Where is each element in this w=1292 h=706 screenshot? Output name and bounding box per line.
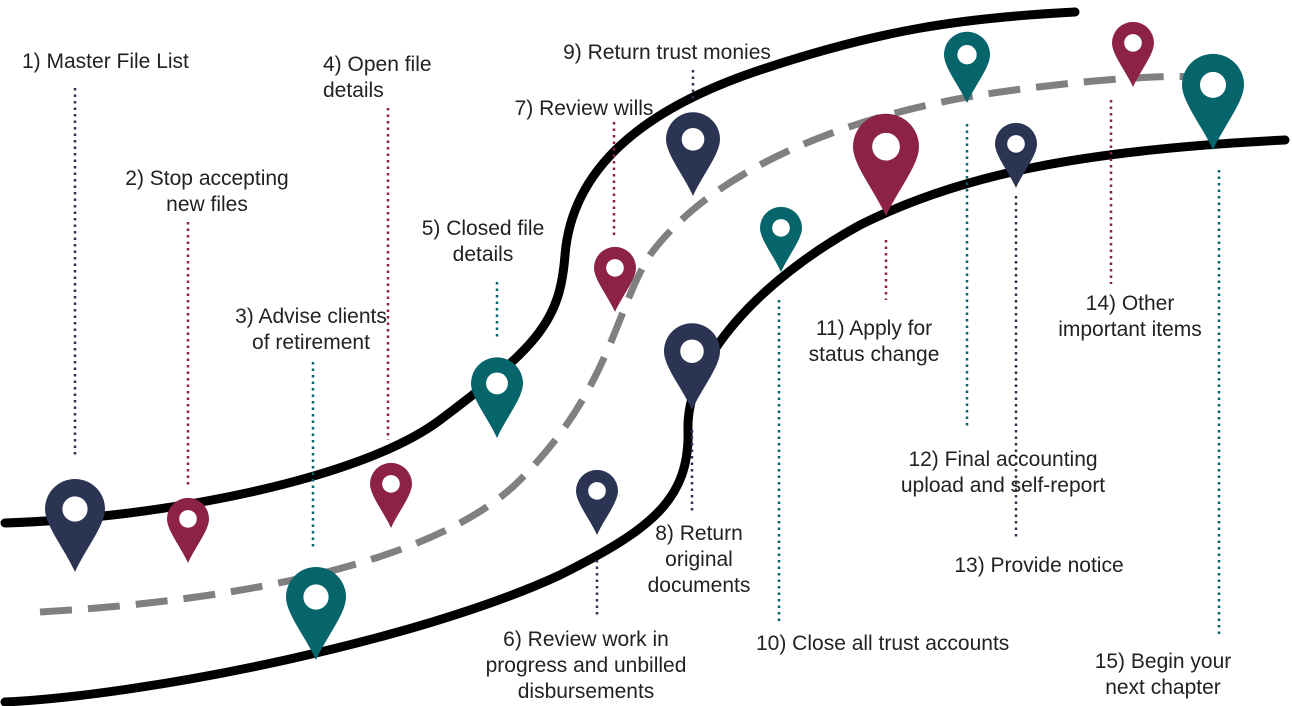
step-3-label: 3) Advise clients of retirement (235, 305, 387, 354)
step-7-label: 7) Review wills (514, 97, 654, 120)
step-12-map-pin-icon (944, 31, 990, 104)
step-4-label: 4) Open file details (323, 53, 432, 102)
step-10-map-pin-icon (760, 206, 802, 272)
step-9-label: 9) Return trust monies (563, 41, 771, 64)
step-8-map-pin-icon (664, 323, 720, 410)
road-center-line (39, 72, 1201, 616)
step-13-label: 13) Provide notice (954, 554, 1124, 577)
step-14-map-pin-icon (1112, 21, 1154, 87)
step-8-label: 8) Return original documents (647, 522, 751, 597)
step-3-map-pin-icon (286, 567, 346, 660)
step-9-map-pin-icon (666, 112, 720, 196)
step-11-map-pin-icon (853, 113, 919, 216)
step-6-map-pin-icon (576, 469, 618, 535)
road-edge-bottom (0, 135, 1290, 706)
step-1-label: 1) Master File List (22, 50, 189, 73)
step-12-label: 12) Final accounting upload and self-rep… (900, 448, 1106, 497)
step-2-map-pin-icon (167, 497, 209, 563)
step-6-label: 6) Review work in progress and unbilled … (485, 628, 687, 703)
step-14-label: 14) Other important items (1058, 292, 1202, 341)
step-2-label: 2) Stop accepting new files (125, 167, 289, 216)
step-5-label: 5) Closed file details (421, 217, 545, 266)
step-4-map-pin-icon (370, 462, 412, 528)
step-11-label: 11) Apply for status change (808, 317, 940, 366)
step-10-label: 10) Close all trust accounts (756, 632, 1010, 655)
step-13-map-pin-icon (995, 122, 1037, 188)
step-7-map-pin-icon (594, 246, 636, 312)
step-15-label: 15) Begin your next chapter (1094, 650, 1232, 699)
step-15-map-pin-icon (1182, 53, 1244, 150)
step-5-map-pin-icon (471, 357, 523, 438)
step-1-map-pin-icon (45, 479, 105, 572)
road-edge-top (0, 7, 1080, 528)
